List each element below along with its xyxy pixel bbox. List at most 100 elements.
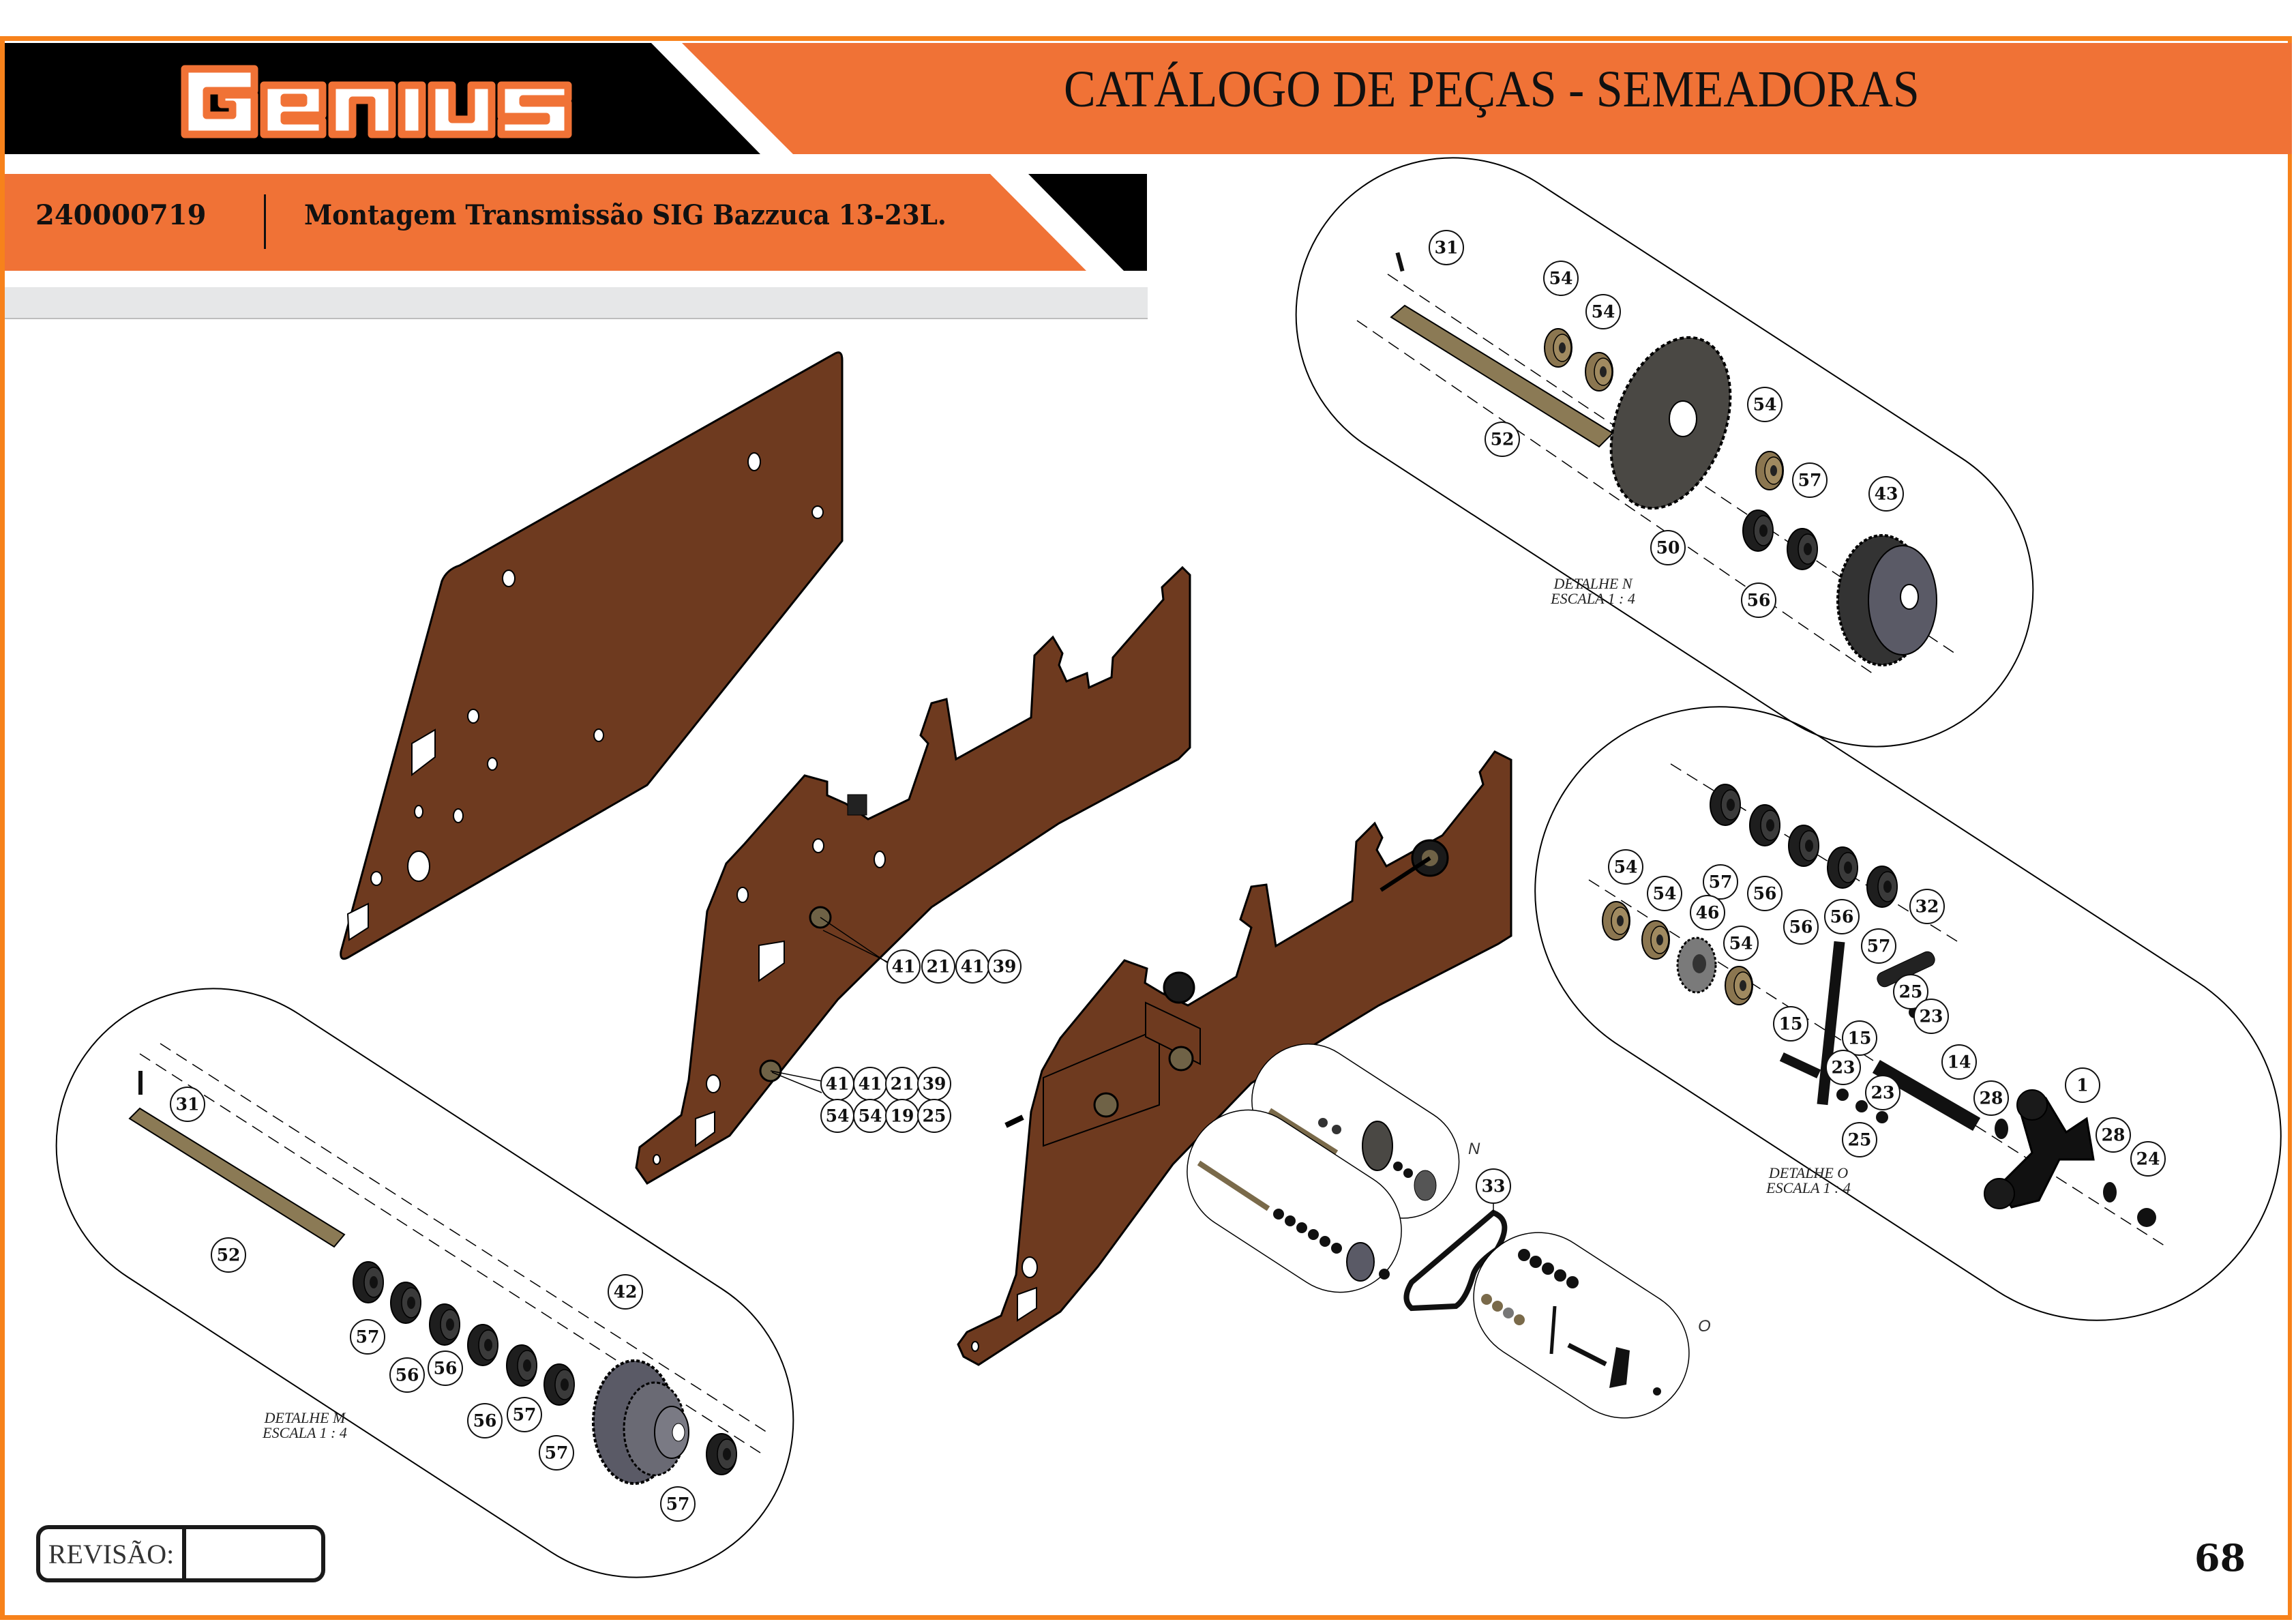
svg-text:54: 54 — [1729, 934, 1753, 954]
callout-balloon: 25 — [1893, 974, 1928, 1009]
svg-text:57: 57 — [356, 1327, 380, 1347]
part-code: 240000719 — [35, 199, 207, 231]
svg-text:32: 32 — [1915, 897, 1939, 917]
svg-text:54: 54 — [1614, 857, 1638, 877]
callout-balloon: 56 — [1747, 876, 1783, 911]
callout-balloon: 57 — [350, 1319, 385, 1355]
svg-text:57: 57 — [545, 1443, 569, 1463]
sprocket-cluster-43 — [1836, 534, 1937, 666]
svg-text:42: 42 — [614, 1282, 638, 1302]
svg-text:25: 25 — [1848, 1130, 1872, 1150]
svg-text:52: 52 — [1491, 430, 1515, 449]
svg-text:54: 54 — [826, 1106, 850, 1126]
callout-balloon: 54 — [853, 1099, 887, 1133]
callout-balloon: 21 — [921, 949, 955, 984]
callout-balloon: 28 — [2096, 1117, 2131, 1153]
callout-balloon: 54 — [1747, 387, 1783, 422]
callout-balloon: 56 — [428, 1350, 463, 1386]
view-label-o: O — [1698, 1317, 1711, 1335]
callout-balloon: 39 — [917, 1067, 951, 1101]
svg-text:57: 57 — [1709, 872, 1733, 892]
detail-n: DETALHE N ESCALA 1 : 4 31545452545743505… — [1295, 157, 2034, 748]
assembly-preview-m — [1187, 1109, 1402, 1293]
callout-balloon: 41 — [886, 949, 921, 984]
svg-text:50: 50 — [1656, 538, 1680, 558]
detail-o-scale: ESCALA 1 : 4 — [1765, 1179, 1851, 1196]
sprocket-50 — [1609, 336, 1732, 510]
svg-text:41: 41 — [859, 1074, 882, 1094]
callout-balloon: 31 — [170, 1087, 205, 1122]
svg-text:41: 41 — [961, 957, 985, 977]
svg-text:46: 46 — [1696, 903, 1720, 923]
revision-value — [186, 1529, 321, 1578]
svg-text:21: 21 — [891, 1074, 914, 1094]
svg-text:57: 57 — [1867, 936, 1891, 956]
chain-33 — [1403, 1209, 1508, 1312]
svg-text:56: 56 — [1747, 591, 1771, 610]
callout-balloon: 56 — [1824, 899, 1860, 934]
svg-text:19: 19 — [891, 1106, 914, 1126]
detail-n-title: DETALHE N — [1553, 575, 1632, 592]
callout-balloon: 24 — [2130, 1141, 2166, 1177]
callout-balloon: 50 — [1650, 530, 1686, 565]
callout-balloon: 54 — [1608, 849, 1643, 885]
callout-balloon: 56 — [467, 1403, 503, 1438]
callout-balloon: 54 — [1723, 926, 1759, 961]
callout-balloon: 54 — [1585, 294, 1621, 329]
subheader-divider — [264, 194, 266, 249]
revision-label: REVISÃO: — [40, 1529, 186, 1578]
callout-balloon: 21 — [885, 1067, 919, 1101]
callout-balloon: 57 — [660, 1486, 696, 1522]
view-label-n: N — [1468, 1140, 1480, 1158]
callout-balloon: 23 — [1825, 1050, 1861, 1085]
page-number: 68 — [2194, 1536, 2246, 1580]
svg-text:56: 56 — [1830, 907, 1854, 927]
svg-text:52: 52 — [217, 1245, 241, 1265]
callout-balloon: 41 — [853, 1067, 887, 1101]
page-border — [0, 36, 2292, 1620]
svg-text:56: 56 — [473, 1411, 497, 1431]
assembly-preview-n — [1251, 1044, 1460, 1219]
genius-logo — [181, 65, 572, 138]
svg-text:15: 15 — [1779, 1014, 1803, 1034]
detail-m-scale: ESCALA 1 : 4 — [262, 1424, 347, 1441]
callout-balloon: 42 — [608, 1274, 643, 1310]
callout-balloon: 54 — [1543, 261, 1579, 296]
svg-text:54: 54 — [1753, 395, 1777, 415]
svg-text:56: 56 — [1753, 884, 1777, 904]
svg-text:31: 31 — [176, 1095, 200, 1114]
svg-text:28: 28 — [1980, 1089, 2003, 1108]
assembly-preview-o — [1473, 1232, 1690, 1419]
svg-text:39: 39 — [923, 1074, 946, 1094]
callout-balloon: 52 — [1485, 422, 1520, 457]
svg-text:24: 24 — [2136, 1149, 2160, 1169]
svg-text:33: 33 — [1482, 1177, 1506, 1196]
side-plate-left — [340, 351, 844, 960]
callout-balloon: 52 — [211, 1237, 246, 1273]
svg-text:1: 1 — [2076, 1076, 2088, 1095]
svg-text:41: 41 — [826, 1074, 850, 1094]
callout-balloon: 56 — [1741, 582, 1776, 618]
callout-balloon: 57 — [1703, 864, 1738, 900]
callout-balloon: 15 — [1773, 1006, 1808, 1042]
svg-text:43: 43 — [1875, 484, 1898, 504]
svg-text:57: 57 — [513, 1405, 537, 1425]
svg-text:15: 15 — [1848, 1029, 1872, 1048]
svg-text:54: 54 — [1653, 884, 1677, 904]
svg-text:57: 57 — [666, 1494, 690, 1514]
callout-balloon: 56 — [389, 1357, 425, 1393]
callout-balloon: 41 — [955, 949, 989, 984]
catalog-title: CATÁLOGO DE PEÇAS - SEMEADORAS — [1064, 61, 1920, 118]
svg-text:23: 23 — [1871, 1083, 1895, 1103]
callout-balloon: 19 — [885, 1099, 919, 1133]
callout-balloon: 43 — [1868, 476, 1904, 512]
svg-text:41: 41 — [892, 957, 916, 977]
callout-balloon: 23 — [1865, 1075, 1900, 1110]
callout-balloon: 41 — [820, 1067, 854, 1101]
callout-balloon: 32 — [1909, 889, 1945, 924]
svg-text:56: 56 — [1789, 917, 1813, 937]
callout-balloon: 46 — [1690, 895, 1725, 930]
svg-text:28: 28 — [2102, 1125, 2126, 1145]
